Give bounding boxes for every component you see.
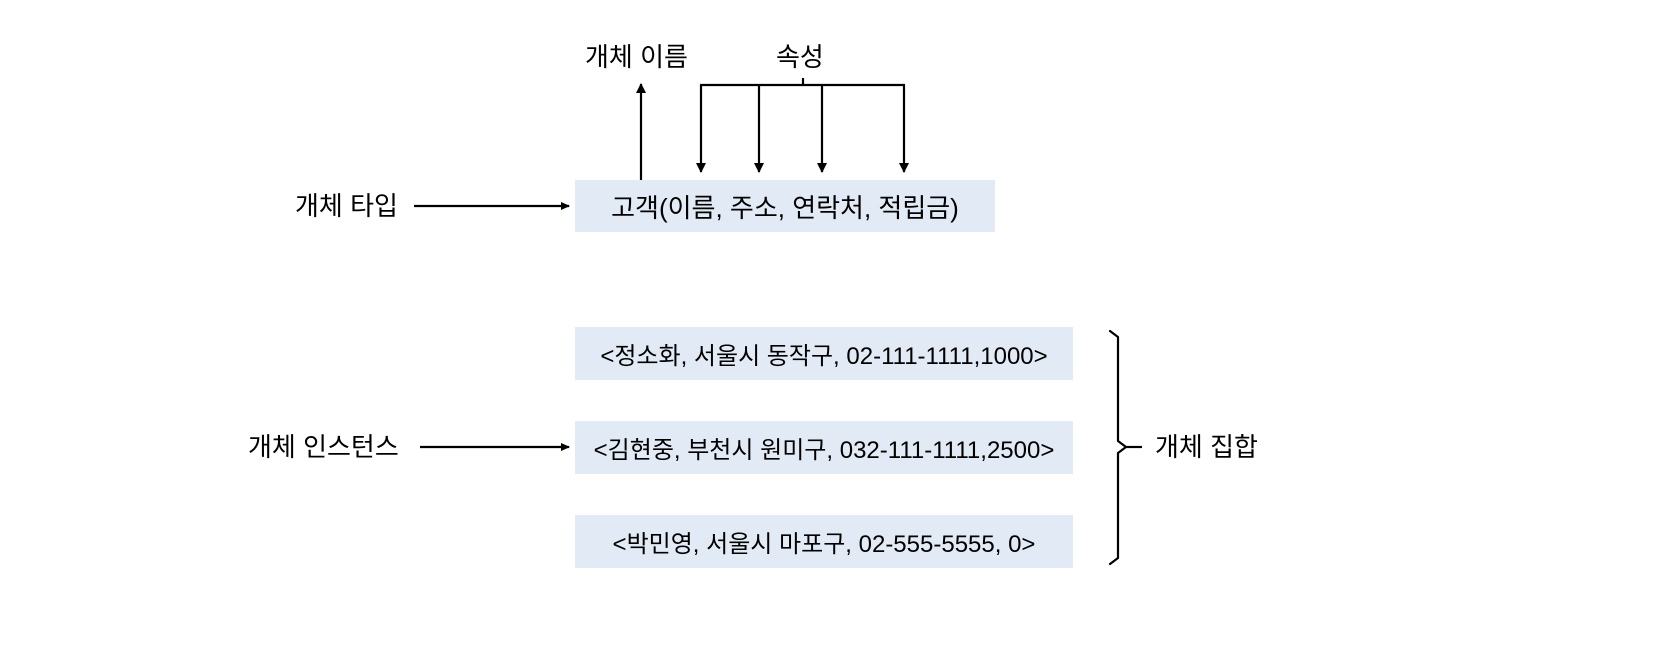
entity-type-label: 개체 타입 — [295, 191, 398, 221]
attributes-label: 속성 — [776, 42, 824, 72]
entity-name-label: 개체 이름 — [585, 42, 688, 72]
entity-set-label: 개체 집합 — [1155, 432, 1258, 462]
entity-instance-row-1: <정소화, 서울시 동작구, 02-111-1111,1000> — [575, 327, 1073, 380]
entity-instance-row-2: <김현중, 부천시 원미구, 032-111-1111,2500> — [575, 421, 1073, 474]
entity-type-box: 고객(이름, 주소, 연락처, 적립금) — [575, 180, 995, 232]
entity-instance-label: 개체 인스턴스 — [248, 432, 399, 462]
attributes-bracket — [696, 78, 909, 173]
entity-instance-row-3: <박민영, 서울시 마포구, 02-555-5555, 0> — [575, 515, 1073, 568]
entity-set-bracket — [1108, 329, 1142, 566]
